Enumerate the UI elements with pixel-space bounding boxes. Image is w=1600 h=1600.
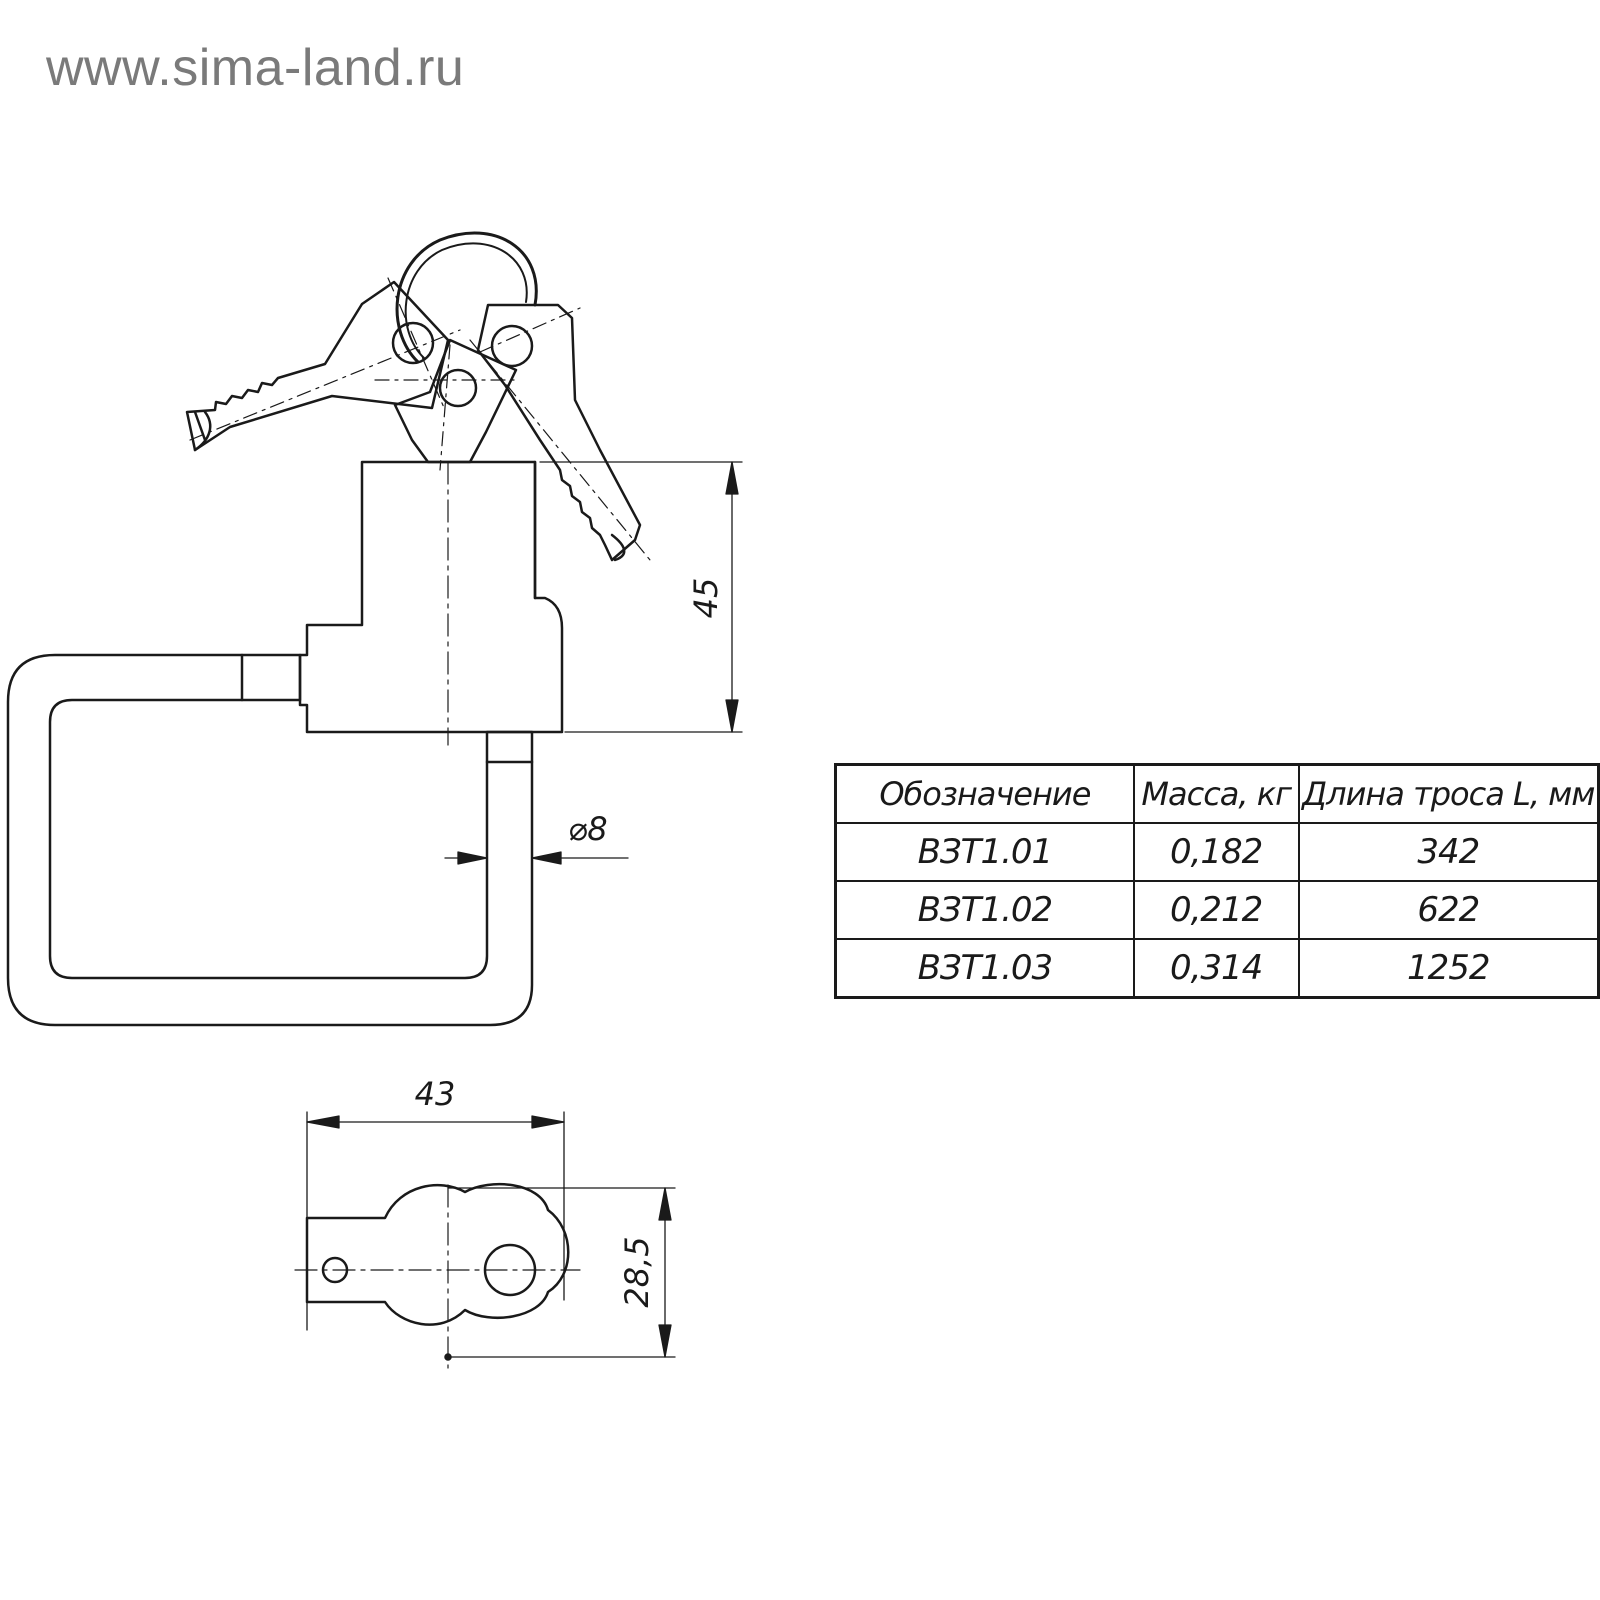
cell-cable-length: 1252	[1297, 938, 1600, 999]
lock-body	[240, 460, 564, 764]
watermark: www.sima-land.ru	[46, 39, 465, 97]
table-row: ВЗТ1.03 0,314 1252	[834, 938, 1600, 999]
table-row: ВЗТ1.01 0,182 342	[834, 822, 1600, 882]
dimension-height	[539, 461, 743, 733]
header-cable-length: Длина троса L, мм	[1297, 763, 1600, 824]
table-row: ВЗТ1.02 0,212 622	[834, 880, 1600, 940]
lock-top-view	[294, 1182, 581, 1369]
cell-cable-length: 342	[1297, 822, 1600, 882]
cell-designation: ВЗТ1.02	[834, 880, 1135, 940]
cell-mass: 0,182	[1132, 822, 1300, 882]
dimension-d8-label: ⌀8	[568, 810, 608, 848]
cell-mass: 0,212	[1132, 880, 1300, 940]
cell-cable-length: 622	[1297, 880, 1600, 940]
table-header-row: Обозначение Масса, кг Длина троса L, мм	[834, 763, 1600, 824]
key-right	[469, 303, 651, 562]
spec-table: Обозначение Масса, кг Длина троса L, мм …	[834, 763, 1600, 999]
cell-mass: 0,314	[1132, 938, 1300, 999]
dimension-43-label: 43	[415, 1075, 456, 1113]
key-ring	[395, 231, 538, 364]
dimension-diameter	[444, 851, 629, 865]
dimension-28-5-label: 28,5	[618, 1236, 656, 1307]
header-mass: Масса, кг	[1132, 763, 1300, 824]
dimension-width	[306, 1111, 565, 1331]
cell-designation: ВЗТ1.03	[834, 938, 1135, 999]
dimension-45-label: 45	[687, 578, 725, 619]
cell-designation: ВЗТ1.01	[834, 822, 1135, 882]
cable-loop	[6, 653, 534, 1027]
header-designation: Обозначение	[834, 763, 1135, 824]
dimension-depth	[447, 1187, 676, 1358]
key-left	[185, 277, 461, 452]
